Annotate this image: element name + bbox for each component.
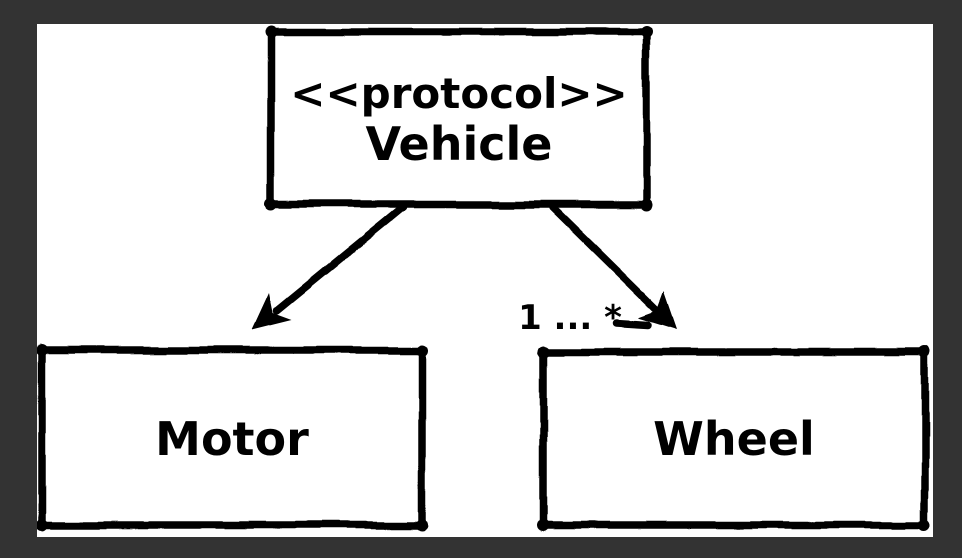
- uml-diagram-svg: <<protocol>> Vehicle Motor Wheel 1 ... *: [37, 26, 931, 531]
- wheel-box: [539, 348, 929, 529]
- multiplicity-tick: [613, 319, 653, 329]
- box-corner-dot: [537, 519, 549, 531]
- protocol-box: [267, 28, 651, 208]
- box-corner-dot: [416, 344, 428, 356]
- motor-name-label: Motor: [155, 412, 309, 466]
- box-corner-dot: [265, 198, 277, 210]
- box-corner-dot: [641, 198, 653, 210]
- wheel-name-label: Wheel: [653, 412, 815, 466]
- box-corner-dot: [37, 344, 48, 356]
- box-corner-dot: [919, 519, 931, 531]
- box-corner-dot: [37, 519, 48, 531]
- arrow-shaft: [273, 203, 408, 315]
- arrow-vehicle-to-wheel: [548, 203, 678, 330]
- vehicle-stereotype-label: <<protocol>>: [290, 69, 627, 118]
- arrowhead-icon: [639, 292, 678, 330]
- uml-canvas: <<protocol>> Vehicle Motor Wheel 1 ... *: [37, 24, 933, 537]
- arrow-vehicle-to-motor: [252, 203, 408, 330]
- box-corner-dot: [919, 346, 931, 358]
- motor-box: [38, 346, 426, 529]
- box-corner-dot: [265, 26, 277, 38]
- box-corner-dot: [537, 346, 549, 358]
- box-corner-dot: [641, 26, 653, 38]
- multiplicity-label: 1 ... *: [518, 298, 622, 338]
- arrowhead-icon: [252, 293, 292, 330]
- vehicle-name-label: Vehicle: [365, 117, 552, 171]
- box-corner-dot: [416, 519, 428, 531]
- arrow-shaft: [548, 203, 663, 316]
